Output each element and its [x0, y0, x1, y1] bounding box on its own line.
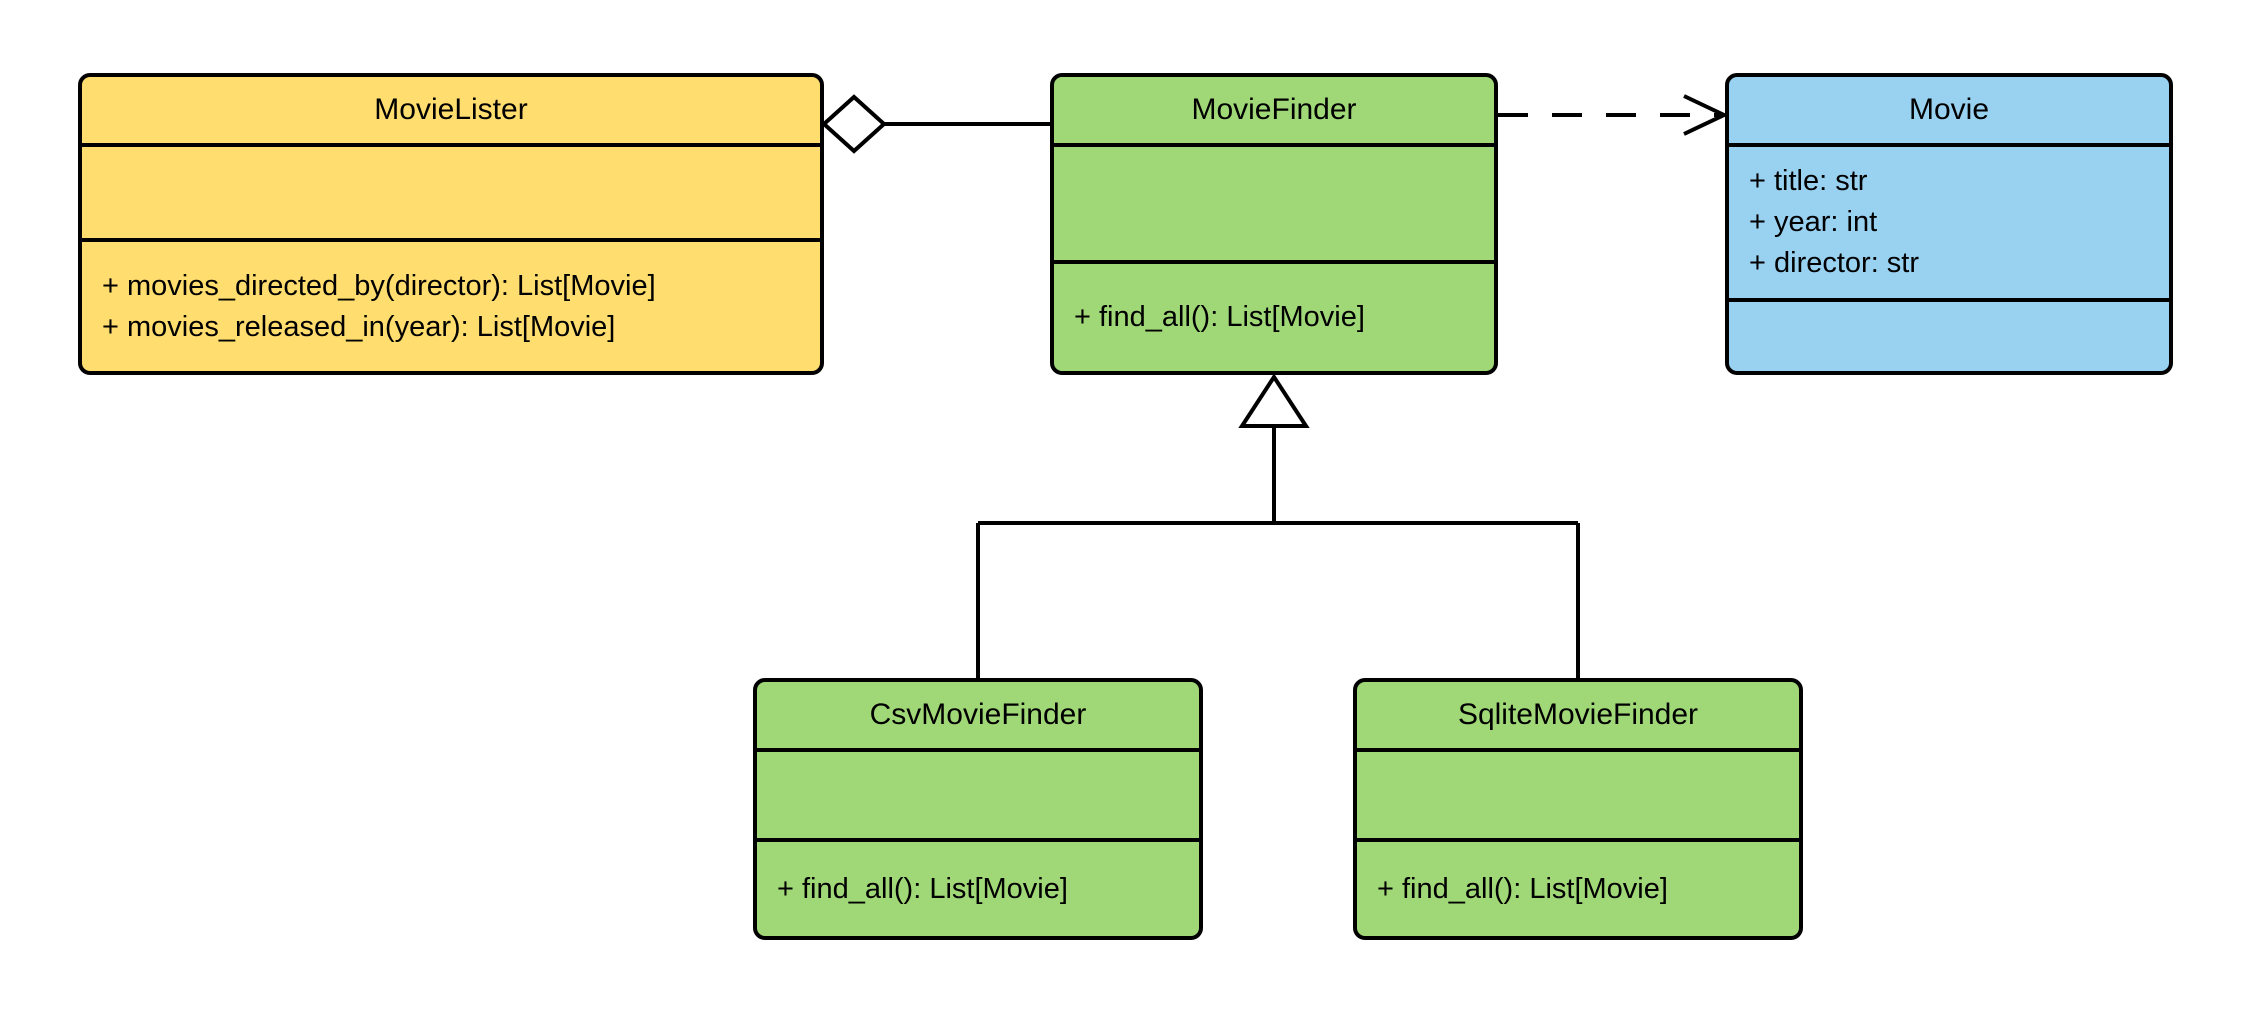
attribute-line: + director: str	[1749, 247, 1920, 279]
class-box-sqlitemoviefinder: SqliteMovieFinder + find_all(): List[Mov…	[1353, 678, 1803, 940]
generalization-connector	[976, 373, 1580, 680]
method-line: + find_all(): List[Movie]	[1074, 301, 1365, 333]
class-attributes-movie: + title: str + year: int + director: str	[1729, 143, 2169, 298]
aggregation-connector	[821, 94, 1050, 154]
class-box-csvmoviefinder: CsvMovieFinder + find_all(): List[Movie]	[753, 678, 1203, 940]
class-title-movie: Movie	[1908, 93, 1990, 126]
class-methods-csvmoviefinder: + find_all(): List[Movie]	[757, 838, 1199, 936]
dependency-open-arrowhead-icon	[1683, 94, 1729, 136]
class-box-movielister: MovieLister + movies_directed_by(directo…	[78, 73, 824, 375]
aggregation-diamond-icon	[821, 94, 887, 154]
class-box-movie: Movie + title: str + year: int + directo…	[1725, 73, 2173, 375]
method-line: + find_all(): List[Movie]	[1377, 872, 1668, 905]
class-methods-moviefinder: + find_all(): List[Movie]	[1054, 260, 1494, 371]
class-title-csvmoviefinder: CsvMovieFinder	[869, 698, 1087, 731]
method-line: + find_all(): List[Movie]	[777, 872, 1068, 905]
generalization-triangle-icon	[1238, 373, 1310, 428]
attribute-line: + year: int	[1749, 206, 1878, 238]
class-attributes-csvmoviefinder	[757, 748, 1199, 838]
class-methods-movie	[1729, 298, 2169, 371]
class-title-movielister: MovieLister	[374, 93, 528, 126]
class-box-moviefinder: MovieFinder + find_all(): List[Movie]	[1050, 73, 1498, 375]
method-line: + movies_released_in(year): List[Movie]	[102, 310, 616, 343]
class-methods-movielister: + movies_directed_by(director): List[Mov…	[82, 238, 820, 371]
class-attributes-sqlitemoviefinder	[1357, 748, 1799, 838]
attribute-line: + title: str	[1749, 165, 1868, 197]
class-methods-sqlitemoviefinder: + find_all(): List[Movie]	[1357, 838, 1799, 936]
class-attributes-moviefinder	[1054, 143, 1494, 260]
dependency-connector	[1498, 94, 1729, 136]
class-title-moviefinder: MovieFinder	[1191, 93, 1357, 126]
class-attributes-movielister	[82, 143, 820, 238]
method-line: + movies_directed_by(director): List[Mov…	[102, 269, 656, 302]
class-title-sqlitemoviefinder: SqliteMovieFinder	[1457, 698, 1699, 731]
